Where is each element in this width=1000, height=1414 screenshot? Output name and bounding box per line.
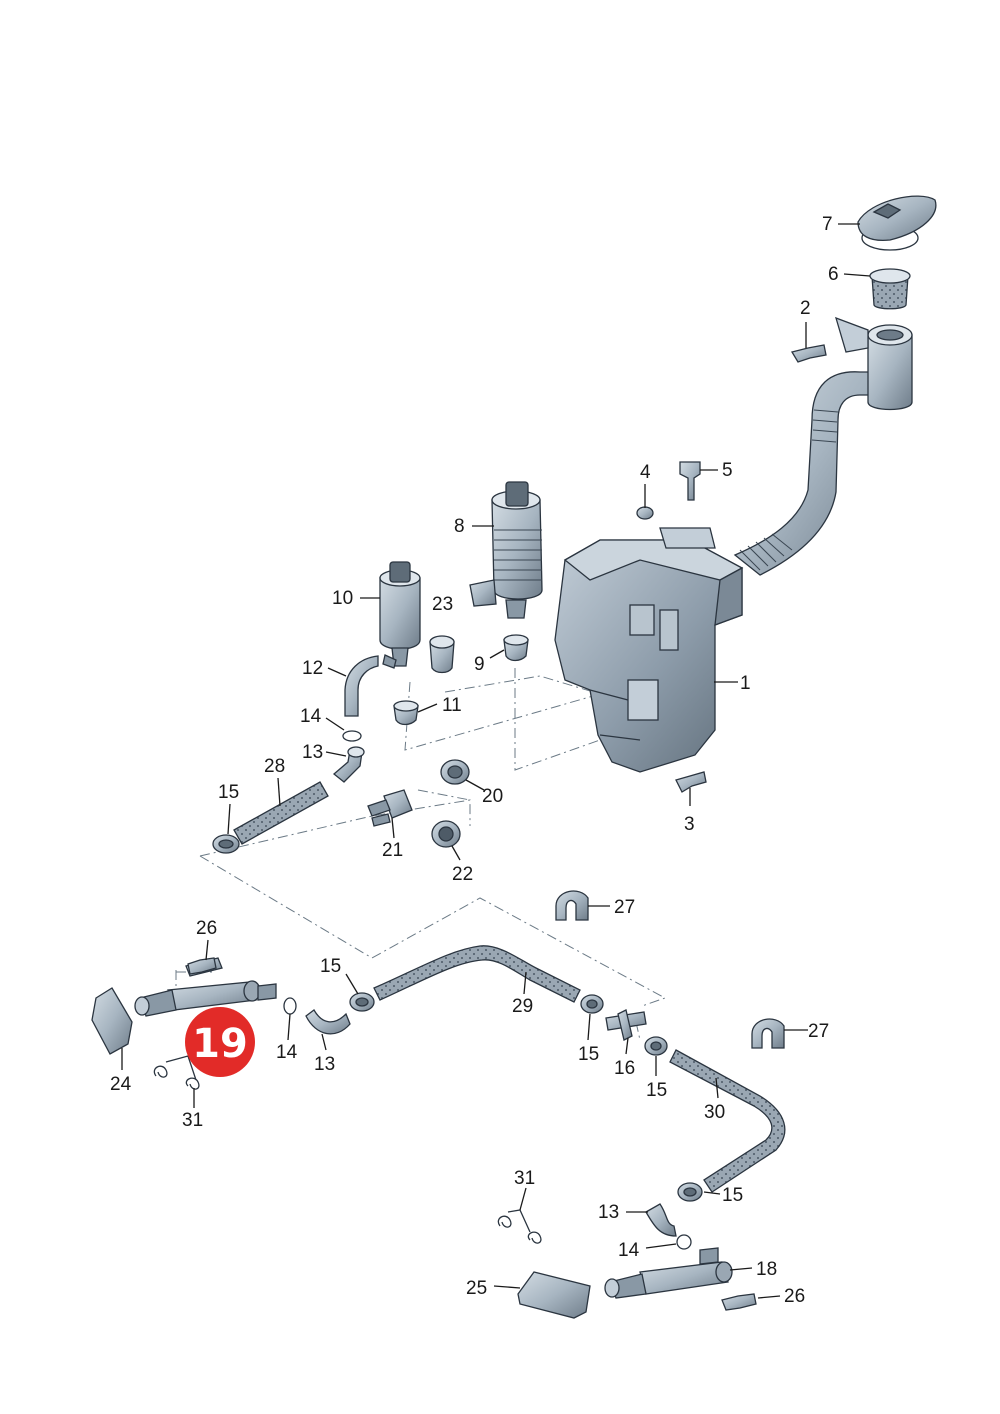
label-10: 10	[332, 588, 353, 609]
clamp-15-e	[677, 1182, 703, 1202]
filler-neck	[733, 316, 913, 576]
hose-30	[669, 1049, 786, 1193]
elbow-12	[344, 655, 379, 717]
washer-pump-8	[469, 481, 543, 619]
label-3: 3	[684, 814, 695, 835]
label-29: 29	[512, 996, 533, 1017]
elbow-13-lower	[645, 1203, 677, 1237]
label-11: 11	[442, 695, 462, 716]
bolt-26-lower	[721, 1293, 757, 1311]
label-25: 25	[466, 1278, 487, 1299]
label-15d: 15	[646, 1080, 667, 1101]
t-piece-16	[605, 1009, 647, 1041]
label-24: 24	[110, 1074, 132, 1095]
label-6: 6	[828, 264, 839, 285]
label-1: 1	[740, 673, 751, 694]
washer-fluid-reservoir	[554, 539, 744, 773]
cover-cap-24	[91, 987, 133, 1055]
label-31b: 31	[514, 1168, 535, 1189]
hose-29	[373, 945, 581, 1003]
strainer	[869, 268, 911, 310]
clamp-15-d	[644, 1036, 668, 1056]
label-20: 20	[482, 786, 503, 807]
label-23: 23	[432, 594, 453, 615]
label-26a: 26	[196, 918, 217, 939]
label-31a: 31	[182, 1110, 203, 1131]
washer-pump-10	[379, 561, 421, 669]
bolt-2	[790, 344, 827, 363]
label-21: 21	[382, 840, 403, 861]
filler-cap	[857, 195, 937, 251]
grommet-22	[431, 820, 461, 848]
label-8: 8	[454, 516, 465, 537]
cap-23	[429, 635, 455, 674]
hose-28	[233, 781, 329, 845]
label-13c: 13	[598, 1202, 619, 1223]
bolt-26-upper	[187, 957, 217, 975]
label-14b: 14	[276, 1042, 298, 1063]
o-ring-upper	[342, 730, 362, 742]
label-16: 16	[614, 1058, 635, 1079]
clip-27-a	[555, 890, 589, 921]
label-27b: 27	[808, 1021, 829, 1042]
o-ring-middle	[283, 997, 297, 1015]
label-22: 22	[452, 864, 473, 885]
part-labels: 1 2 3 4 5 6 7 8 9 10 11 12 14 13 28 15 2…	[110, 214, 839, 1307]
cover-cap-25	[517, 1271, 591, 1319]
highlight-circle	[185, 1007, 255, 1077]
label-27a: 27	[614, 897, 635, 918]
label-15a: 15	[218, 782, 239, 803]
label-2: 2	[800, 298, 811, 319]
label-14a: 14	[300, 706, 322, 727]
label-4: 4	[640, 462, 651, 483]
label-7: 7	[822, 214, 833, 235]
label-18: 18	[756, 1259, 777, 1280]
spring-31-right	[497, 1209, 542, 1244]
clamp-15-b	[349, 992, 375, 1012]
clip-27-b	[751, 1018, 785, 1049]
label-14c: 14	[618, 1240, 640, 1261]
ring-20	[440, 759, 470, 785]
o-ring-lower	[676, 1234, 692, 1250]
leader-lines	[121, 223, 871, 1299]
clamp-15-a	[212, 834, 240, 854]
check-valve-21	[367, 789, 413, 827]
label-15c: 15	[578, 1044, 599, 1065]
label-15e: 15	[722, 1185, 743, 1206]
label-12: 12	[302, 658, 323, 679]
grommet-9	[503, 634, 529, 662]
clamp-15-c	[580, 994, 604, 1014]
label-28: 28	[264, 756, 285, 777]
label-5: 5	[722, 460, 733, 481]
label-13b: 13	[314, 1054, 335, 1075]
label-15b: 15	[320, 956, 341, 977]
highlight-badge-19[interactable]: 19	[185, 1007, 255, 1077]
label-26b: 26	[784, 1286, 805, 1307]
label-30: 30	[704, 1102, 725, 1123]
elbow-13-upper	[332, 746, 365, 783]
highlight-label: 19	[192, 1021, 248, 1067]
elbow-13-middle	[305, 1009, 351, 1035]
bolt-3	[675, 771, 707, 793]
label-9: 9	[474, 654, 485, 675]
grommet-11	[393, 700, 419, 726]
washer-nozzle-right	[604, 1247, 733, 1299]
label-13a: 13	[302, 742, 323, 763]
